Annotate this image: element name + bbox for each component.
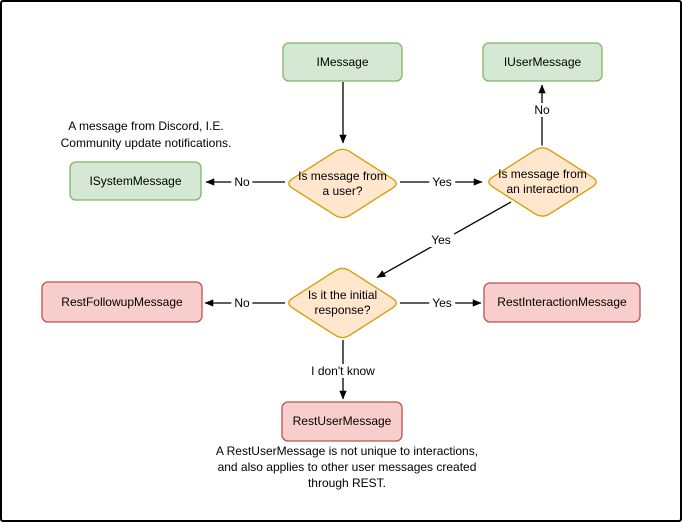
node-restinteractionmessage	[483, 282, 641, 323]
decision-is-initial-response	[288, 267, 397, 339]
edge-label-initial-no: No	[231, 296, 253, 310]
edge-label-user-yes: Yes	[429, 175, 455, 189]
edge-label-initial-unknown: I don't know	[308, 364, 378, 378]
node-iusermessage	[482, 42, 603, 82]
decision-is-from-interaction	[488, 147, 597, 217]
note-rest-user-message: A RestUserMessage is not unique to inter…	[215, 444, 479, 490]
node-restusermessage	[281, 401, 403, 442]
decision-is-from-user	[288, 148, 397, 219]
edge-label-interaction-no: No	[531, 103, 553, 117]
edge-label-initial-yes: Yes	[429, 296, 455, 310]
node-imessage	[282, 42, 403, 82]
edge-label-interaction-yes: Yes	[428, 233, 454, 247]
edge-label-user-no: No	[231, 175, 253, 189]
node-isystemmessage	[69, 161, 202, 201]
note-system-message: A message from Discord, I.E. Community u…	[60, 119, 232, 150]
node-restfollowupmessage	[41, 281, 203, 323]
